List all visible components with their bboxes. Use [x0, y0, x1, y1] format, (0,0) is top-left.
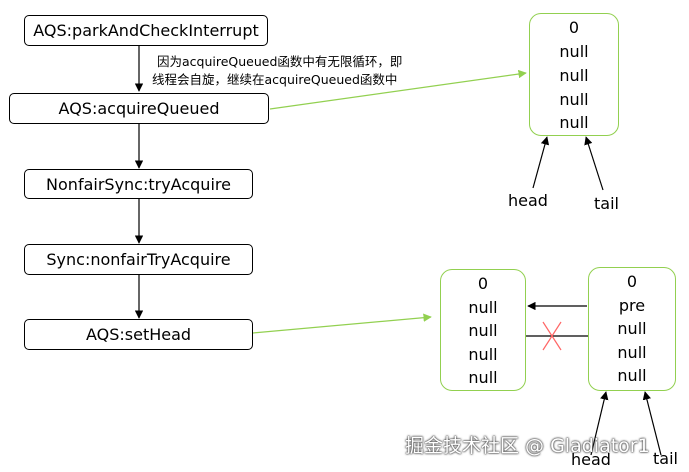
call-box-set-head: AQS:setHead: [24, 319, 253, 350]
watermark-text: 掘金技术社区 @ Gladiator1: [405, 435, 650, 457]
bottom-right-queue-node: 0 pre null null null: [588, 267, 676, 391]
bottom-left-node-cell: null: [468, 345, 498, 364]
bottom-right-node-cell: null: [617, 343, 647, 362]
bottom-left-node-cell: null: [468, 368, 498, 387]
bottom-right-node-cell: null: [617, 366, 647, 385]
acquire-to-node-link: [269, 69, 527, 110]
call-box-park-and-check-interrupt: AQS:parkAndCheckInterrupt: [24, 15, 268, 46]
bottom-right-node-cell: null: [617, 319, 647, 338]
bottom-head-label: head: [571, 450, 611, 469]
top-tail-label: tail: [594, 194, 619, 213]
top-node-cell: null: [559, 66, 589, 85]
top-head-label: head: [508, 191, 548, 210]
call-box-nonfair-try-acquire: Sync:nonfairTryAcquire: [24, 244, 253, 275]
bottom-right-node-cell: pre: [618, 296, 646, 315]
bottom-left-node-cell: 0: [477, 274, 489, 293]
bottom-head-pointer: [590, 391, 609, 456]
bottom-left-node-cell: null: [468, 298, 498, 317]
spin-note-line-2: 线程会自旋，继续在acquireQueued函数中: [152, 72, 398, 87]
bottom-left-node-cell: null: [468, 321, 498, 340]
sethead-to-node-link: [252, 313, 432, 334]
spin-note-line-1: 因为acquireQueued函数中有无限循环，即: [157, 54, 403, 69]
top-head-pointer: [532, 136, 550, 189]
top-node-cell: 0: [568, 18, 580, 37]
call-box-try-acquire: NonfairSync:tryAcquire: [24, 169, 253, 199]
bottom-right-node-cell: 0: [626, 272, 638, 291]
top-node-cell: null: [559, 90, 589, 109]
bottom-tail-label: tail: [653, 449, 678, 468]
top-node-cell: null: [559, 42, 589, 61]
top-tail-pointer: [584, 136, 604, 191]
bottom-tail-pointer: [642, 391, 662, 456]
cross-mark-icon: [542, 321, 562, 351]
top-queue-node: 0 null null null null: [529, 13, 619, 136]
bottom-left-queue-node: 0 null null null null: [440, 269, 526, 391]
top-node-cell: null: [559, 113, 589, 132]
call-box-acquire-queued: AQS:acquireQueued: [9, 93, 269, 124]
